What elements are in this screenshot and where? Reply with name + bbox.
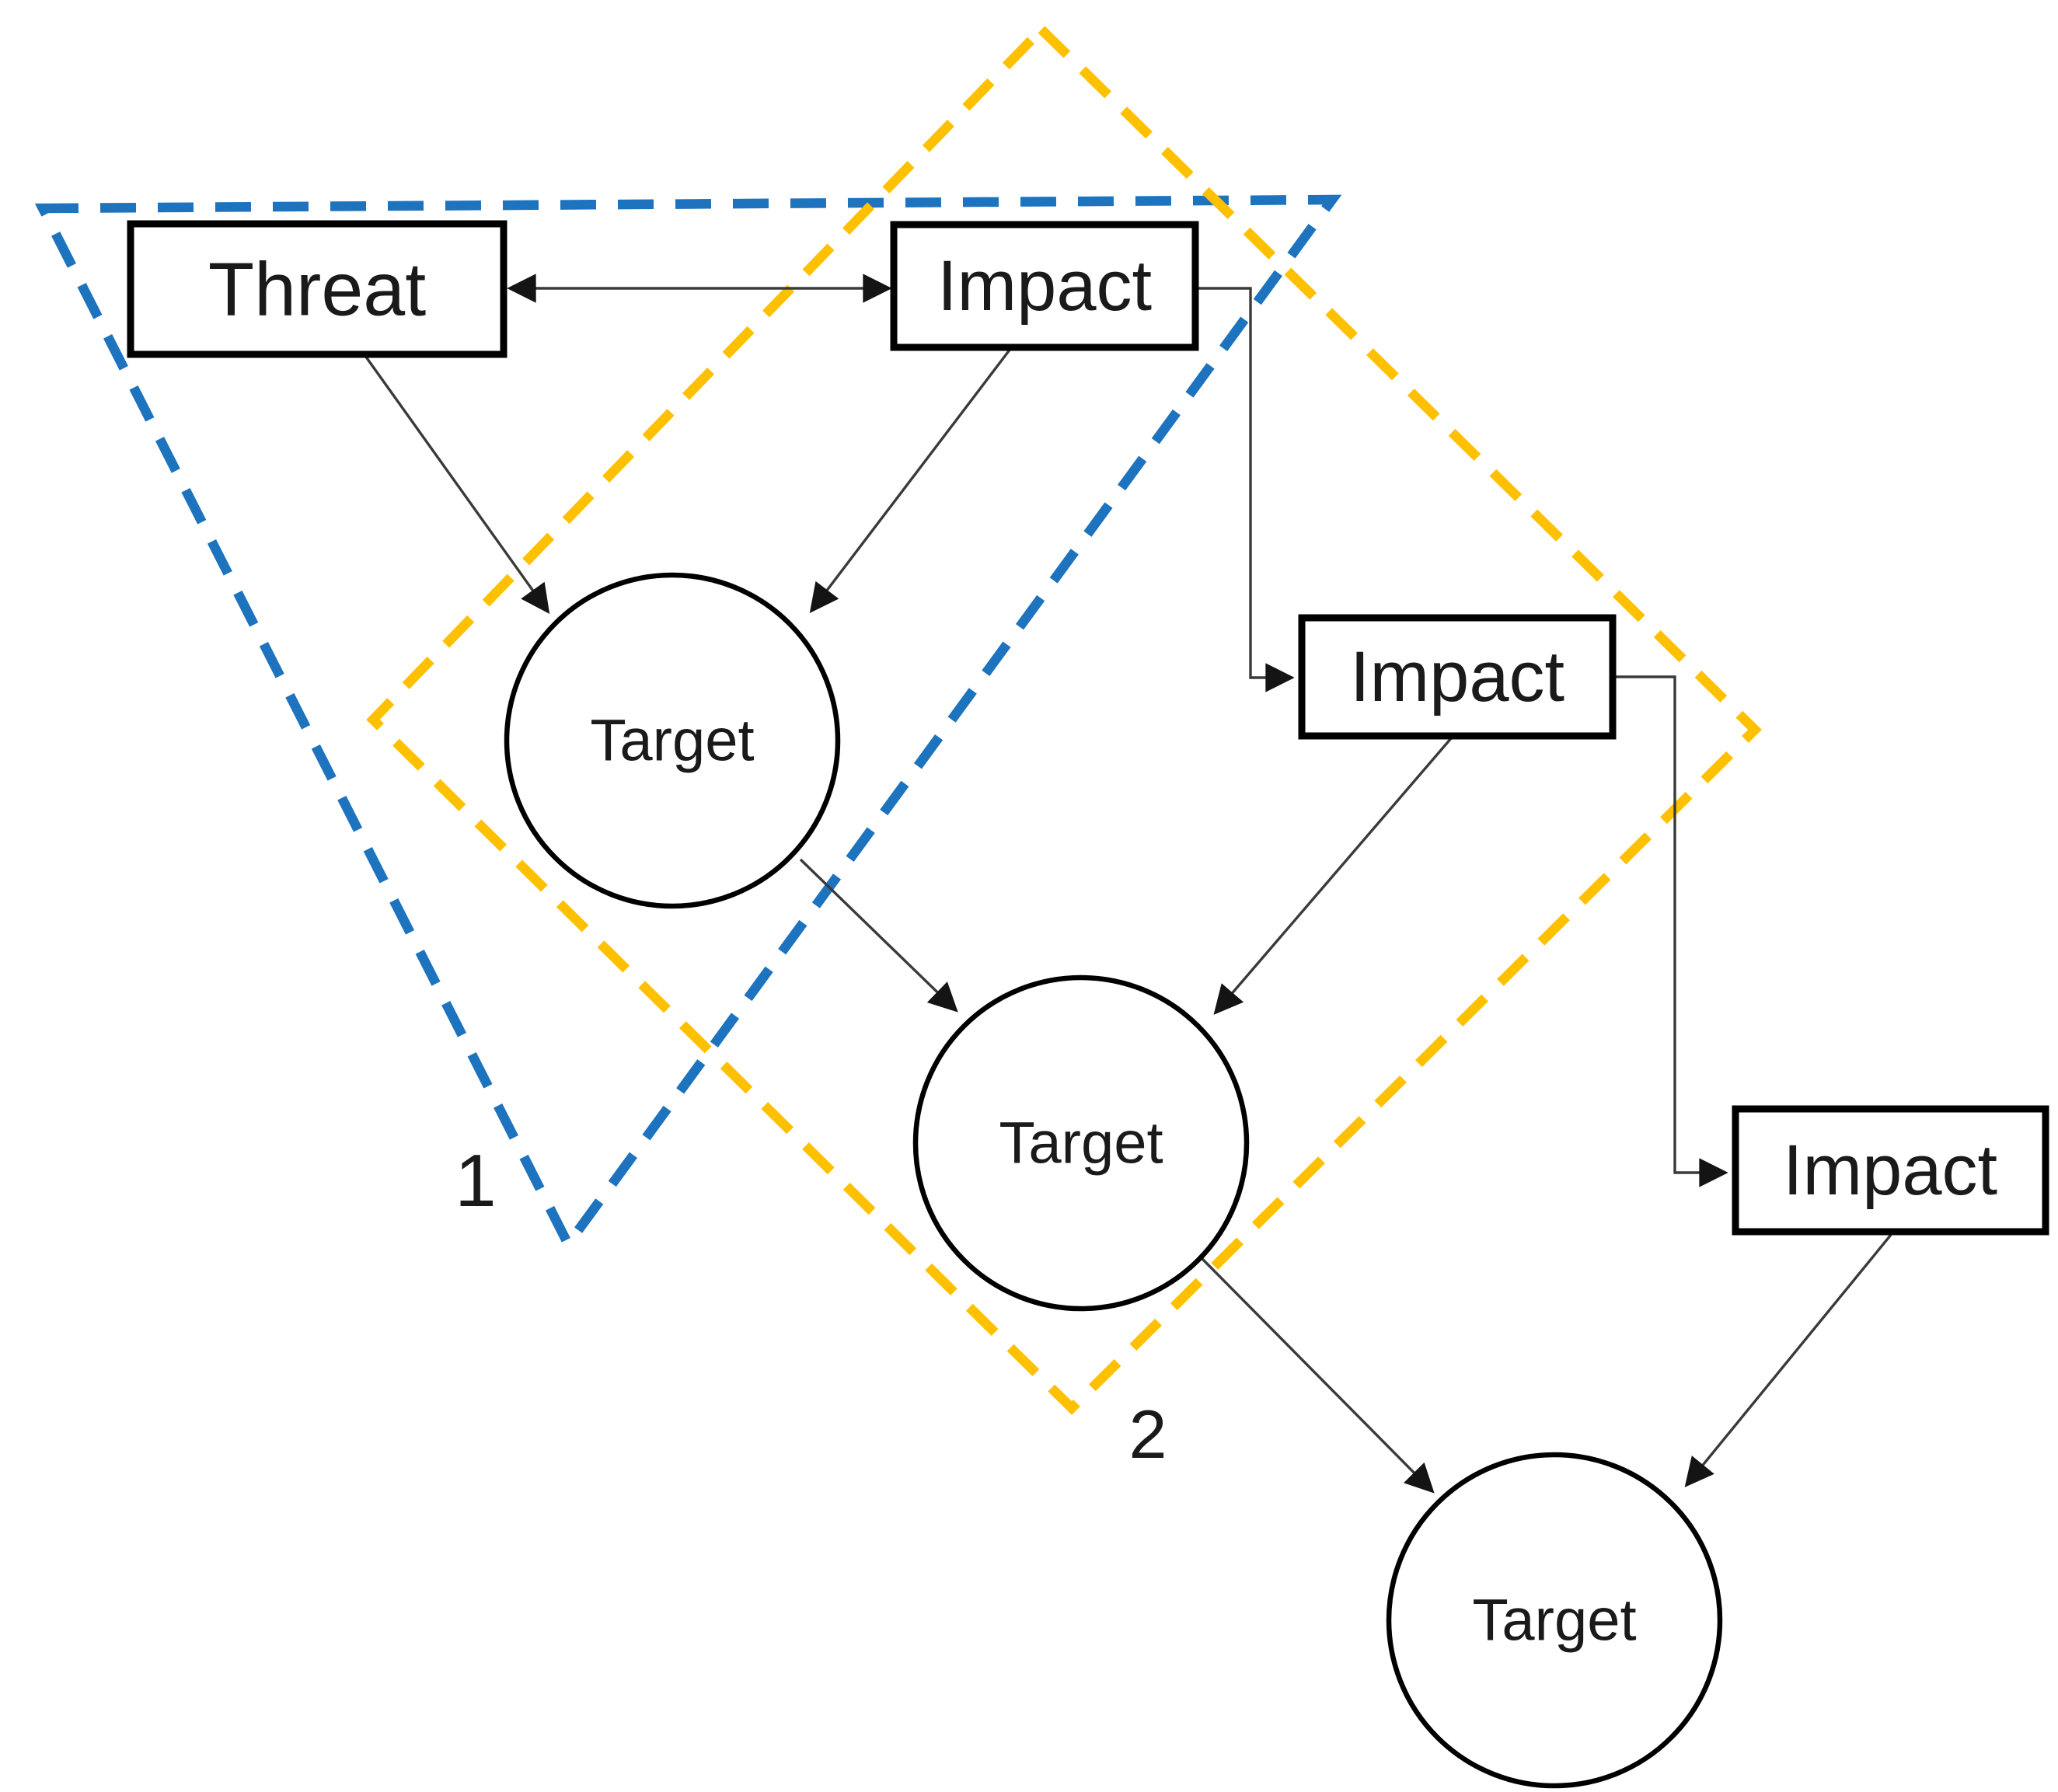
impact2-node-label: Impact <box>1350 637 1564 716</box>
impact3-node <box>1732 1105 2049 1236</box>
region-2-label: 2 <box>1129 1396 1167 1473</box>
impact1-node-label: Impact <box>937 246 1152 326</box>
region-2-diamond-outline <box>366 23 1762 1415</box>
target1-node-label: Target <box>590 708 754 774</box>
connector-target1-to-target2 <box>799 858 958 1013</box>
threat-node-label: Threat <box>208 247 426 332</box>
target1-node <box>504 572 841 909</box>
connector-impact1-to-impact2-elbow <box>1197 287 1295 692</box>
region-1-label: 1 <box>455 1139 496 1222</box>
region-1-triangle-outline <box>34 194 1342 1253</box>
connector-impact1-to-target1 <box>809 347 1012 613</box>
connector-target2-to-target3 <box>1201 1257 1435 1494</box>
target2-node-label: Target <box>999 1110 1163 1177</box>
connector-impact2-to-impact3-elbow <box>1614 675 1728 1187</box>
impact2-node <box>1298 614 1617 740</box>
target2-node <box>912 974 1250 1312</box>
connector-impact2-to-target2 <box>1213 736 1453 1015</box>
threat-node <box>127 220 508 358</box>
target3-node-label: Target <box>1472 1588 1636 1654</box>
connector-threat-to-target1 <box>364 355 550 615</box>
impact3-node-label: Impact <box>1783 1131 1997 1210</box>
impact1-node <box>890 221 1199 351</box>
target3-node <box>1386 1452 1723 1789</box>
connector-impact3-to-target3 <box>1684 1233 1892 1487</box>
